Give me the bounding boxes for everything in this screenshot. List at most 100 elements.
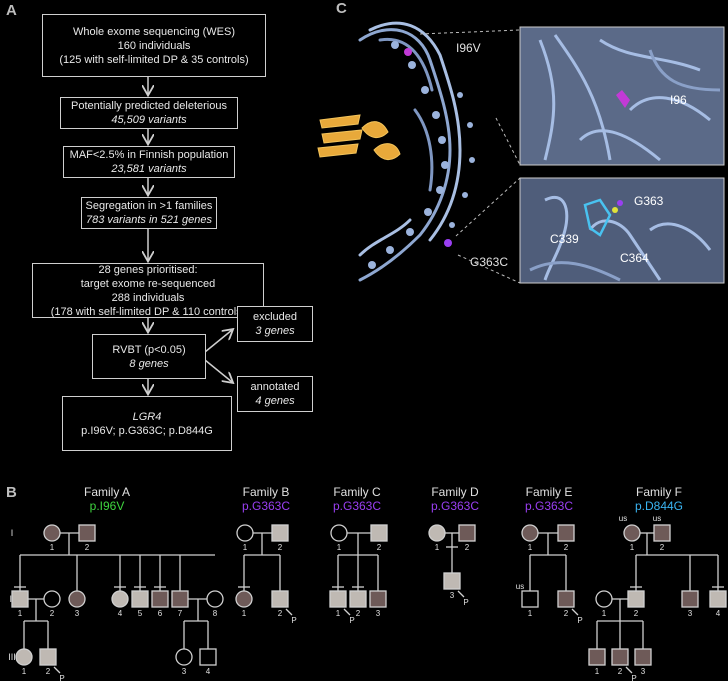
family-c-name: Family C	[333, 485, 381, 499]
famA-III-4-number: 4	[206, 667, 211, 676]
famB-II-2-number: 2	[278, 609, 283, 618]
famF-II-2-number: 2	[634, 609, 639, 618]
famA-II-3-number: 3	[75, 609, 80, 618]
rvbt-line-1: RVBT (p<0.05)	[112, 343, 186, 356]
famA-II-6-number: 6	[158, 609, 163, 618]
zoom-i96-label: I96	[670, 93, 687, 107]
family-c-title: Family C p.G363C	[302, 485, 412, 513]
famF-I-1-female	[623, 524, 641, 542]
famE-II-2-number: 2	[564, 609, 569, 618]
famE-I-1-number: 1	[528, 543, 533, 552]
lgr4-ribbon	[358, 21, 462, 282]
zoom-c339-label: C339	[550, 232, 579, 246]
lgr4-box: LGR4 p.I96V; p.G363C; p.D844G	[62, 396, 232, 451]
i96v-label: I96V	[456, 41, 481, 55]
proband-mark: P	[463, 598, 468, 607]
famA-I-1-number: 1	[50, 543, 55, 552]
famD-I-1-number: 1	[435, 543, 440, 552]
deleterious-line-2: 45,509 variants	[111, 114, 187, 126]
lgr4-variants: p.I96V; p.G363C; p.D844G	[81, 424, 213, 437]
famA-II-8-female	[206, 590, 224, 608]
generation-label-1: I	[11, 528, 14, 538]
famE-I-2-male	[557, 524, 575, 542]
famF-I-2-number: 2	[660, 543, 665, 552]
famD-I-2-number: 2	[465, 543, 470, 552]
proband-mark: P	[59, 674, 64, 681]
annotated-line-2: 4 genes	[255, 395, 295, 407]
famF-III-3-male	[634, 648, 652, 666]
famA-II-7-male	[171, 590, 189, 608]
famA-III-4-male	[199, 648, 217, 666]
lgr4-gene: LGR4	[132, 410, 162, 423]
generation-label-3: III	[8, 652, 16, 662]
prioritised-line-2: target exome re-sequenced	[80, 277, 216, 290]
famA-III-1-female	[15, 648, 33, 666]
famD-II-3-number: 3	[450, 591, 455, 600]
famF-I-2-male	[653, 524, 671, 542]
prioritised-line-4: (178 with self-limited DP & 110 controls…	[50, 305, 246, 318]
wes-line-2: 160 individuals	[117, 39, 191, 52]
wes-box: Whole exome sequencing (WES) 160 individ…	[42, 14, 266, 77]
famB-II-1-female	[235, 590, 253, 608]
prioritised-line-3: 288 individuals	[111, 291, 185, 304]
famC-I-2-number: 2	[377, 543, 382, 552]
family-d-name: Family D	[431, 485, 479, 499]
zoom-g363-label: G363	[634, 194, 664, 208]
famA-III-3-female	[175, 648, 193, 666]
family-b-variant: p.G363C	[241, 499, 291, 513]
famF-II-1-number: 1	[602, 609, 607, 618]
deleterious-box: Potentially predicted deleterious 45,509…	[60, 97, 238, 129]
famE-II-1-male	[521, 590, 539, 608]
famC-II-1-male	[329, 590, 347, 608]
flowchart-arrows	[0, 77, 330, 470]
famA-I-2-number: 2	[85, 543, 90, 552]
proband-mark: P	[577, 616, 582, 625]
rvbt-box: RVBT (p<0.05) 8 genes	[92, 334, 206, 379]
famF-I-1-number: 1	[630, 543, 635, 552]
famD-II-3-male	[443, 572, 461, 590]
famA-II-7-number: 7	[178, 609, 183, 618]
us-mark: us	[619, 514, 627, 523]
g363c-site	[444, 239, 452, 247]
famC-I-1-number: 1	[337, 543, 342, 552]
famA-I-2-male	[78, 524, 96, 542]
famA-II-2-number: 2	[50, 609, 55, 618]
famF-III-1-number: 1	[595, 667, 600, 676]
famE-II-1-number: 1	[528, 609, 533, 618]
rvbt-line-2: 8 genes	[129, 357, 169, 370]
annotated-line-1: annotated	[250, 381, 300, 393]
famC-II-1-number: 1	[336, 609, 341, 618]
family-b-name: Family B	[242, 485, 290, 499]
famD-I-2-male	[458, 524, 476, 542]
family-c-variant: p.G363C	[332, 499, 382, 513]
famC-II-2-male	[349, 590, 367, 608]
us-mark: us	[516, 582, 524, 591]
famA-III-2-male	[39, 648, 57, 666]
proband-mark: P	[291, 616, 296, 625]
famF-II-4-number: 4	[716, 609, 721, 618]
family-d-title: Family D p.G363C	[400, 485, 510, 513]
famA-II-4-number: 4	[118, 609, 123, 618]
maf-line-2: 23,581 variants	[111, 163, 187, 175]
famA-II-3-female	[68, 590, 86, 608]
maf-box: MAF<2.5% in Finnish population 23,581 va…	[63, 146, 235, 178]
famA-II-6-male	[151, 590, 169, 608]
i96v-site	[404, 48, 412, 56]
famB-I-1-number: 1	[243, 543, 248, 552]
segregation-line-2: 783 variants in 521 genes	[86, 214, 212, 226]
famD-I-1-female	[428, 524, 446, 542]
family-a-variant: p.I96V	[89, 499, 125, 513]
excluded-box: excluded 3 genes	[237, 306, 313, 342]
famC-I-2-male	[370, 524, 388, 542]
famC-II-2-number: 2	[356, 609, 361, 618]
wes-line-1: Whole exome sequencing (WES)	[72, 25, 235, 38]
famC-I-1-female	[330, 524, 348, 542]
pedigrees: IIIIII121234567812P341212P12123P123P121u…	[8, 514, 727, 681]
ligand-ribbon	[317, 114, 401, 160]
wes-line-3: (125 with self-limited DP & 35 controls)	[59, 53, 249, 66]
zoom-g363c: G363 C339 C364	[519, 177, 725, 284]
protein-structure-panel: I96V G363C I96 G363 C339 C364	[317, 21, 725, 284]
g363c-label: G363C	[470, 255, 508, 269]
famB-II-2-male	[271, 590, 289, 608]
famC-II-3-number: 3	[376, 609, 381, 618]
